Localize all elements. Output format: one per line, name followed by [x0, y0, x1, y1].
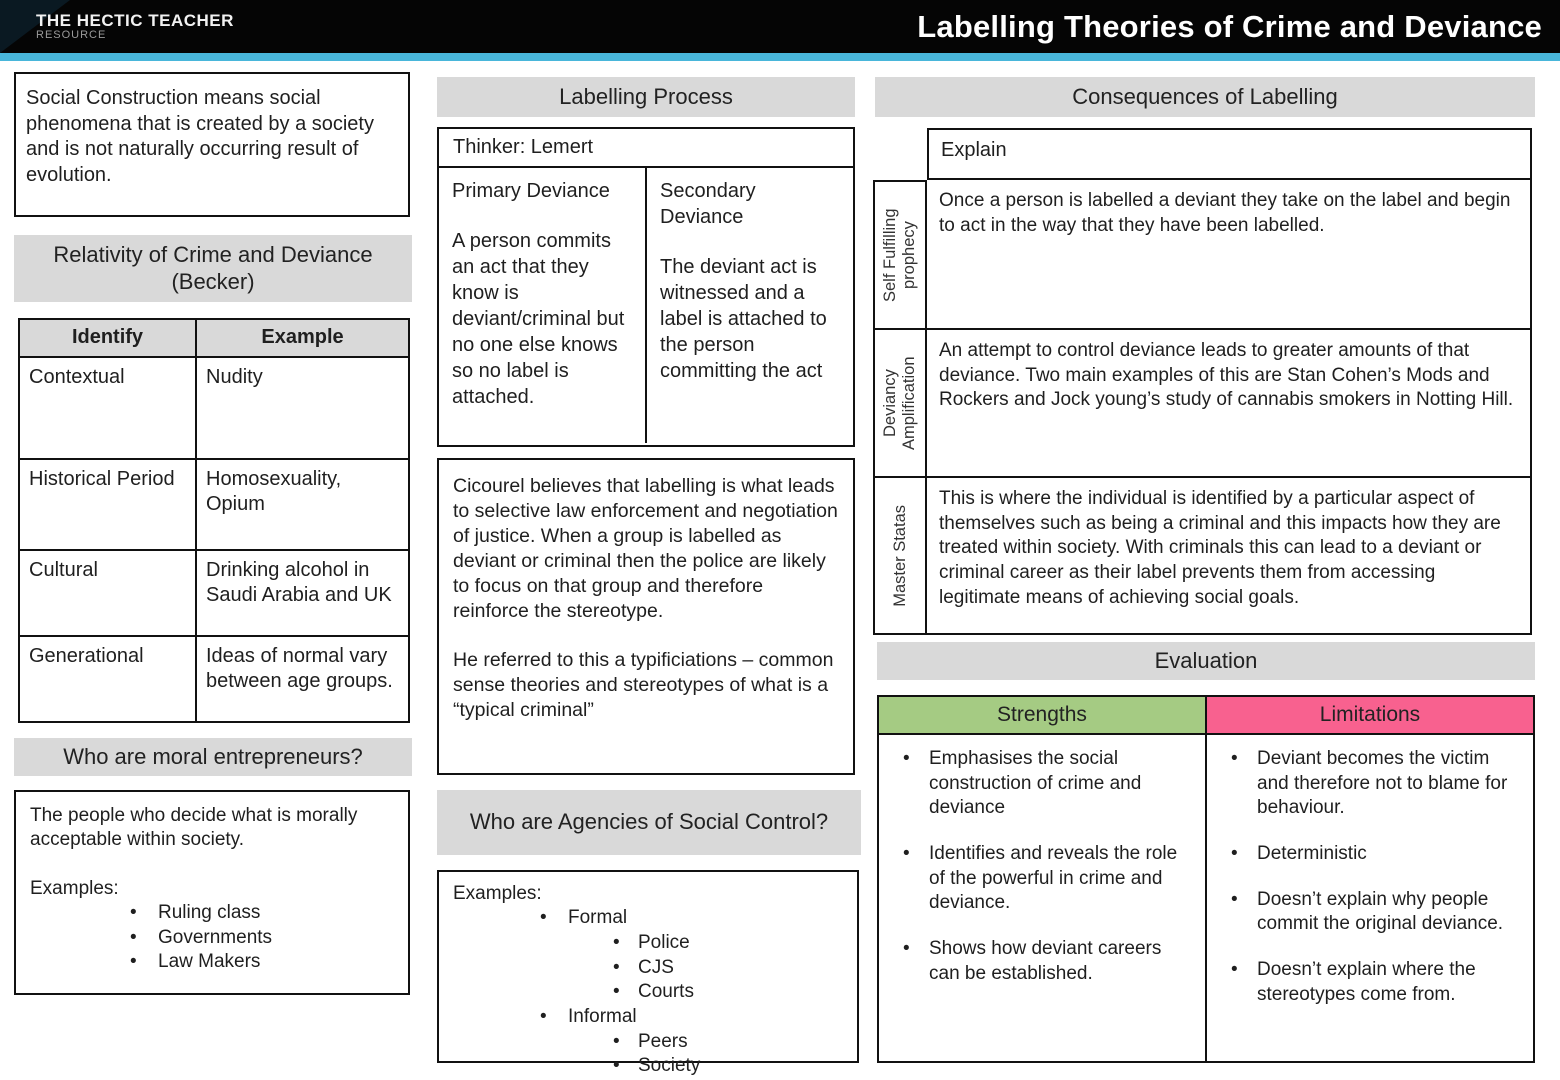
limitation-item: Deviant becomes the victim and therefore… [1215, 747, 1525, 821]
consequence-text: Once a person is labelled a deviant they… [927, 180, 1532, 330]
moral-entrepreneurs-text: The people who decide what is morally ac… [30, 805, 358, 851]
agency-item: Police [453, 931, 843, 956]
rotated-label-text: Deviancy Amplification [881, 356, 918, 450]
limitation-item: Doesn’t explain why people commit the or… [1215, 888, 1525, 937]
spacer [452, 204, 632, 228]
consequences-header: Consequences of Labelling [875, 77, 1535, 117]
cicourel-box: Cicourel believes that labelling is what… [437, 458, 855, 775]
title-bar: THE HECTIC TEACHER RESOURCE Labelling Th… [0, 0, 1560, 53]
labelling-process-box: Thinker: Lemert Primary Deviance A perso… [437, 127, 855, 447]
list-item: Law Makers [30, 950, 394, 975]
list-item: Ruling class [30, 901, 394, 926]
row-label-master-status: Master Statas [873, 478, 927, 635]
spacer [30, 853, 394, 877]
accent-divider [0, 53, 1560, 61]
labelling-process-header: Labelling Process [437, 77, 855, 117]
page-title: Labelling Theories of Crime and Deviance [917, 8, 1542, 44]
evaluation-header: Evaluation [877, 642, 1535, 680]
table-row: Historical Period Homosexuality, Opium [18, 457, 410, 551]
examples-label: Examples: [453, 883, 542, 904]
agency-group: Formal [453, 906, 843, 931]
strength-item: Emphasises the social construction of cr… [887, 747, 1197, 821]
table-row: Contextual Nudity [18, 355, 410, 460]
moral-entrepreneurs-box: The people who decide what is morally ac… [14, 790, 410, 995]
primary-deviance-title: Primary Deviance [452, 180, 610, 202]
limitation-item: Deterministic [1215, 842, 1525, 867]
agencies-box: Examples: Formal Police CJS Courts Infor… [437, 870, 859, 1079]
strength-item: Shows how deviant careers can be establi… [887, 937, 1197, 986]
consequence-row: Master Statas This is where the individu… [873, 478, 1532, 635]
cicourel-paragraph-2: He referred to this a typificiations – c… [453, 648, 834, 721]
moral-entrepreneurs-header: Who are moral entrepreneurs? [14, 738, 412, 776]
limitation-item: Doesn’t explain where the stereotypes co… [1215, 958, 1525, 1007]
strengths-column-header: Strengths [877, 695, 1207, 735]
cell-identify: Historical Period [18, 457, 197, 551]
relativity-table: Identify Example Contextual Nudity Histo… [18, 318, 410, 723]
list-item: Governments [30, 926, 394, 951]
agencies-header: Who are Agencies of Social Control? [437, 790, 861, 855]
social-construction-text: Social Construction means social phenome… [26, 87, 374, 186]
consequence-row: Deviancy Amplification An attempt to con… [873, 330, 1532, 478]
cell-example: Ideas of normal vary between age groups. [195, 634, 410, 723]
secondary-deviance-title: Secondary Deviance [660, 180, 756, 228]
primary-deviance-cell: Primary Deviance A person commits an act… [439, 168, 647, 443]
spacer [453, 624, 839, 648]
row-label-deviancy-amplification: Deviancy Amplification [873, 330, 927, 478]
relativity-section-header: Relativity of Crime and Deviance (Becker… [14, 235, 412, 302]
primary-deviance-text: A person commits an act that they know i… [452, 230, 625, 408]
deviance-columns: Primary Deviance A person commits an act… [439, 168, 853, 443]
secondary-deviance-text: The deviant act is witnessed and a label… [660, 256, 827, 382]
agency-item: Courts [453, 980, 843, 1005]
cell-example: Homosexuality, Opium [195, 457, 410, 551]
limitations-list: Deviant becomes the victim and therefore… [1207, 735, 1535, 1063]
table-header-row: Identify Example [18, 318, 410, 358]
consequence-row: Self Fulfilling prophecy Once a person i… [873, 180, 1532, 330]
cell-identify: Cultural [18, 548, 197, 637]
cell-example: Nudity [195, 355, 410, 460]
evaluation-table: Strengths Limitations Emphasises the soc… [877, 695, 1535, 1063]
row-label-self-fulfilling-prophecy: Self Fulfilling prophecy [873, 180, 927, 330]
agency-item: Peers [453, 1030, 843, 1055]
table-row: Cultural Drinking alcohol in Saudi Arabi… [18, 548, 410, 637]
consequence-text: An attempt to control deviance leads to … [927, 330, 1532, 478]
col-header-example: Example [195, 318, 410, 358]
evaluation-header-row: Strengths Limitations [877, 695, 1535, 735]
strength-item: Identifies and reveals the role of the p… [887, 842, 1197, 916]
examples-label: Examples: [30, 877, 119, 899]
cell-identify: Generational [18, 634, 197, 723]
cell-identify: Contextual [18, 355, 197, 460]
spacer [660, 230, 840, 254]
hectic-teacher-logo: THE HECTIC TEACHER RESOURCE [36, 10, 234, 41]
social-construction-box: Social Construction means social phenome… [14, 72, 410, 217]
rotated-label-text: Self Fulfilling prophecy [881, 208, 918, 302]
agency-item: CJS [453, 956, 843, 981]
cicourel-paragraph-1: Cicourel believes that labelling is what… [453, 475, 838, 622]
explain-header-cell: Explain [927, 128, 1532, 180]
logo-text: THE HECTIC TEACHER [36, 10, 234, 30]
moral-examples-list: Ruling class Governments Law Makers [30, 901, 394, 975]
agency-group: Informal [453, 1005, 843, 1030]
agency-item: Society [453, 1054, 843, 1079]
secondary-deviance-cell: Secondary Deviance The deviant act is wi… [647, 168, 853, 443]
logo-subtext: RESOURCE [36, 28, 107, 41]
limitations-column-header: Limitations [1207, 695, 1535, 735]
thinker-label: Thinker: Lemert [439, 129, 853, 168]
table-row: Generational Ideas of normal vary betwee… [18, 634, 410, 723]
evaluation-body: Emphasises the social construction of cr… [877, 735, 1535, 1063]
cell-example: Drinking alcohol in Saudi Arabia and UK [195, 548, 410, 637]
strengths-list: Emphasises the social construction of cr… [877, 735, 1207, 1063]
col-header-identify: Identify [18, 318, 197, 358]
rotated-label-text: Master Statas [890, 504, 909, 607]
consequence-text: This is where the individual is identifi… [927, 478, 1532, 635]
